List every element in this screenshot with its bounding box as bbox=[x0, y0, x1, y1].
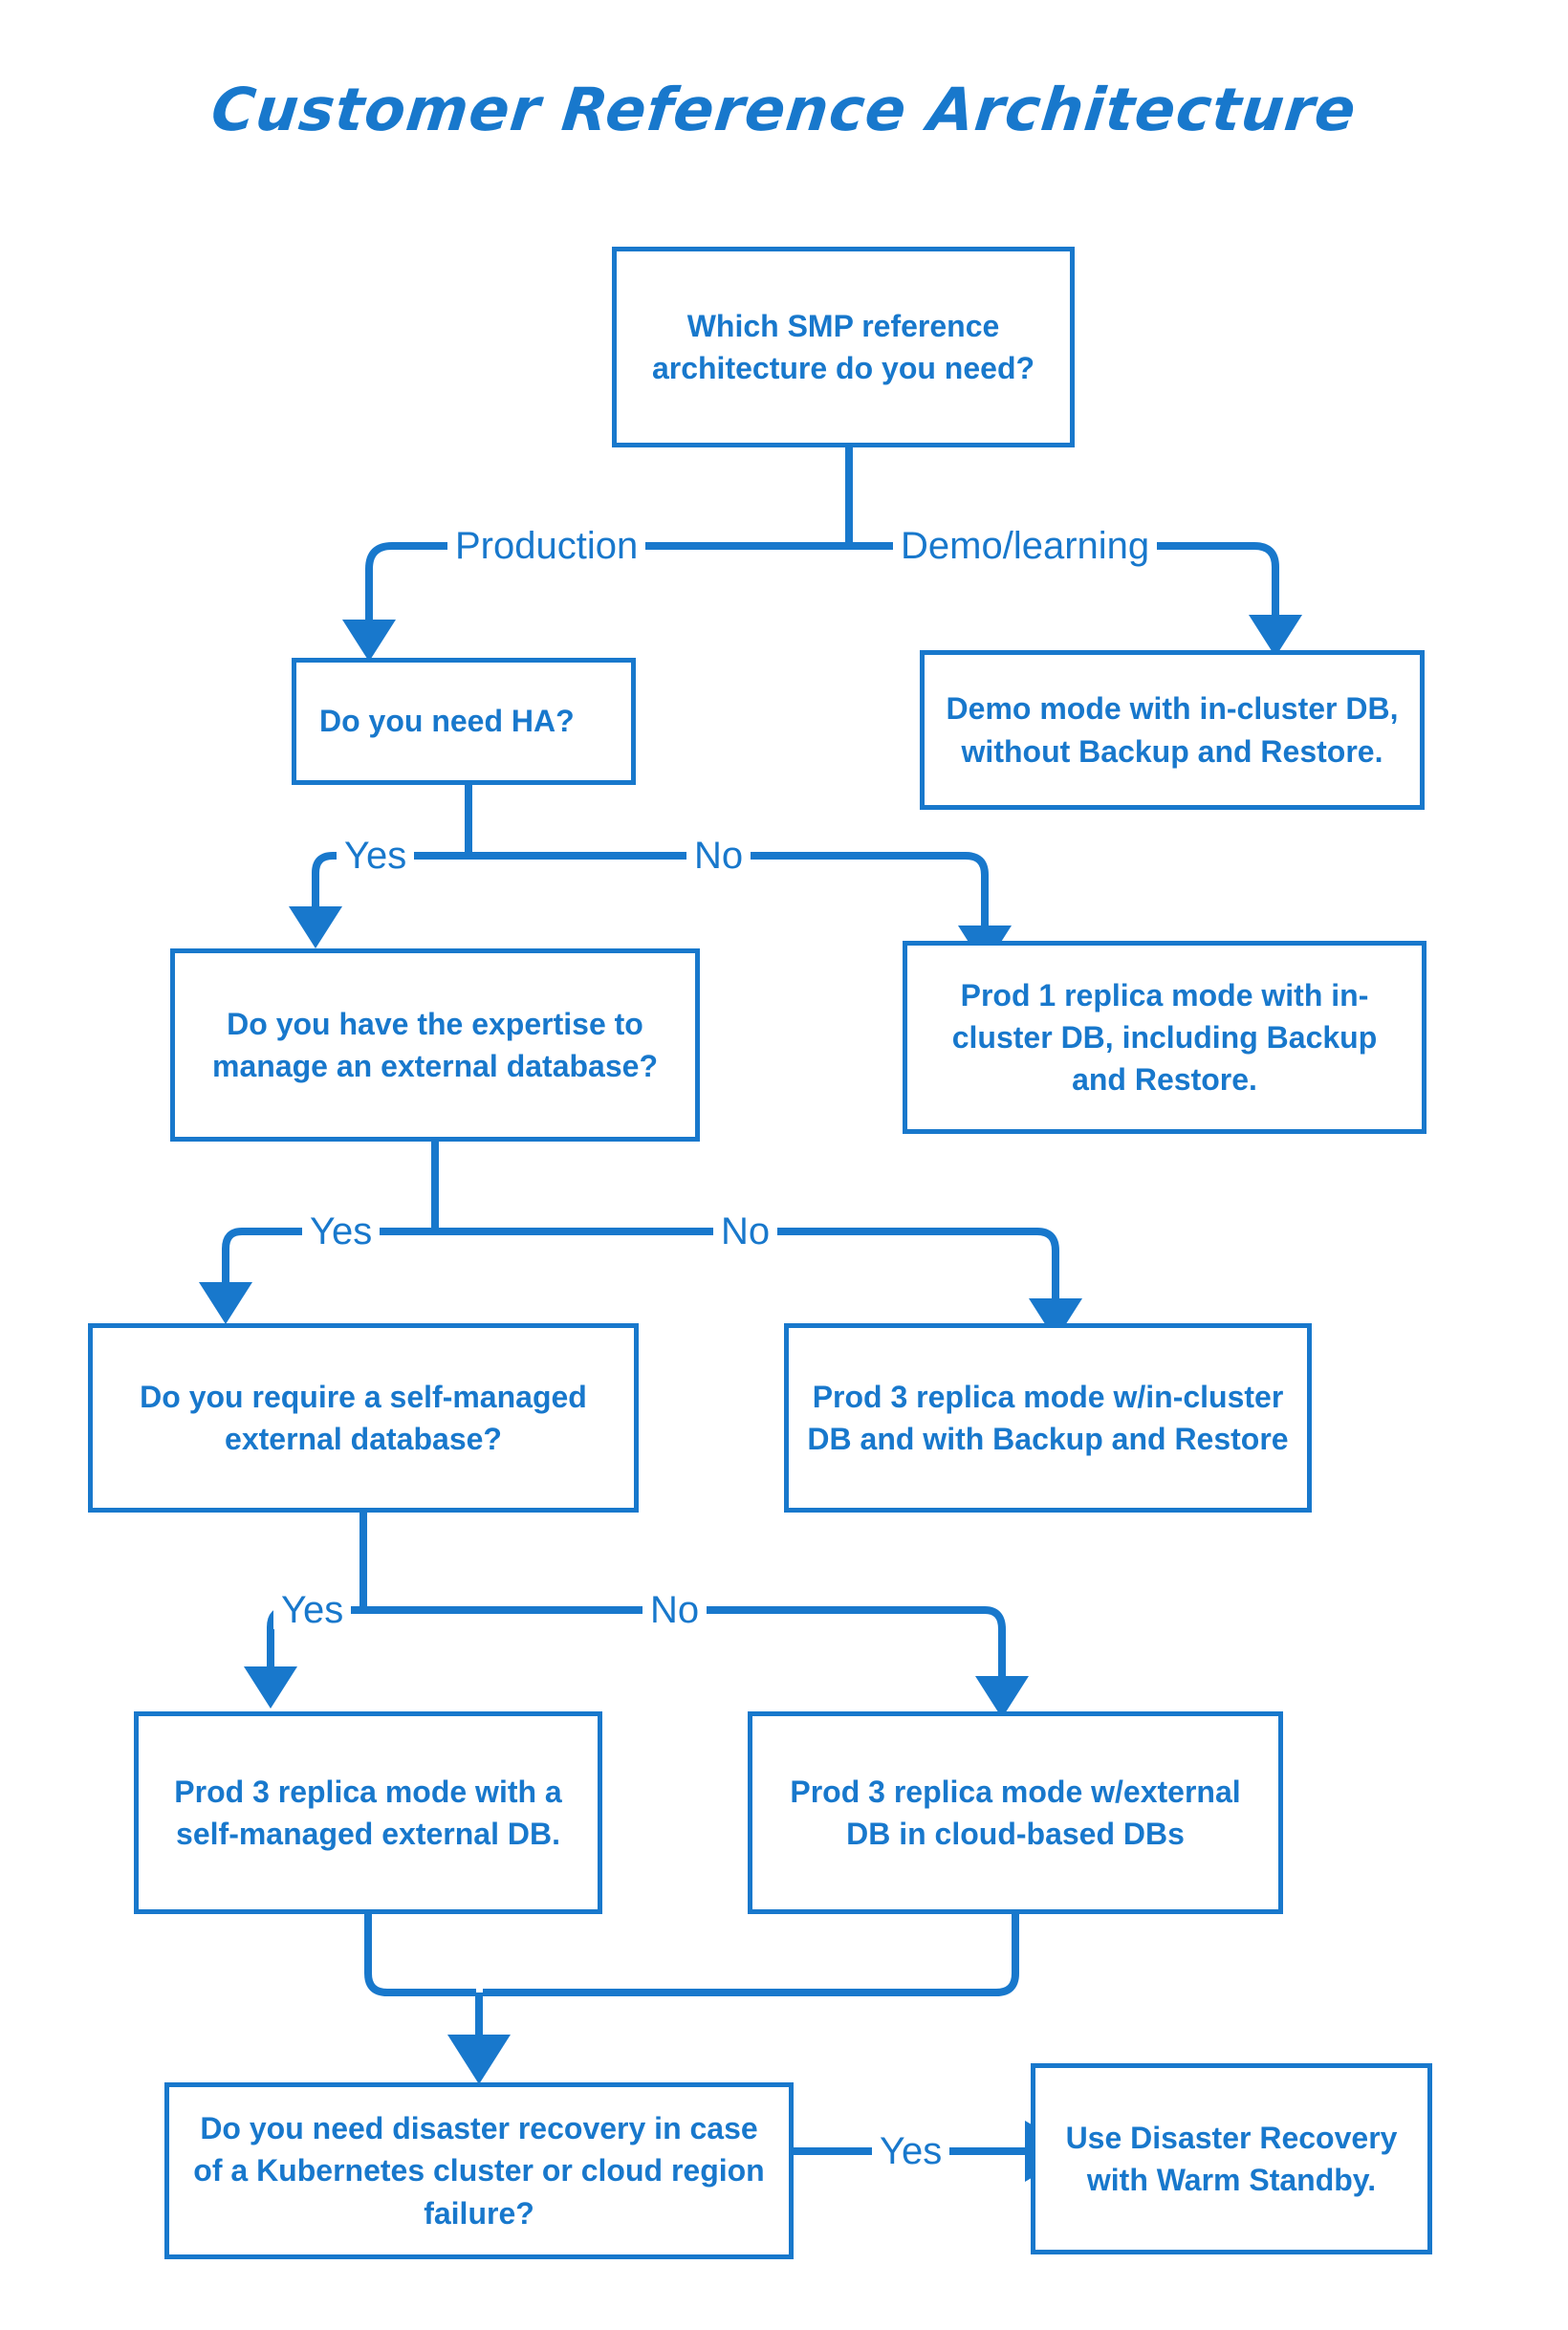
edge-label-expertise-no: No bbox=[713, 1212, 778, 1251]
node-prod3-incluster-outcome[interactable]: Prod 3 replica mode w/in-cluster DB and … bbox=[784, 1323, 1312, 1513]
arrowhead-production bbox=[342, 620, 396, 662]
node-selfmanaged-question[interactable]: Do you require a self-managed external d… bbox=[88, 1323, 639, 1513]
node-ha-text: Do you need HA? bbox=[319, 704, 575, 739]
edge-label-ha-no: No bbox=[686, 837, 751, 875]
wire-prod3self-down bbox=[364, 1914, 476, 1996]
edge-label-expertise-yes: Yes bbox=[302, 1212, 381, 1251]
arrowhead-ha-yes bbox=[289, 906, 342, 948]
node-demo-text: Demo mode with in-cluster DB, without Ba… bbox=[946, 691, 1399, 769]
edge-label-dr-yes: Yes bbox=[872, 2132, 950, 2170]
page-title: Customer Reference Architecture bbox=[207, 75, 1361, 144]
node-prod1-outcome[interactable]: Prod 1 replica mode with in-cluster DB, … bbox=[903, 941, 1426, 1134]
edge-label-selfmanaged-yes: Yes bbox=[273, 1591, 352, 1629]
node-dr-text: Do you need disaster recovery in case of… bbox=[193, 2111, 765, 2231]
node-warm-standby-outcome[interactable]: Use Disaster Recovery with Warm Standby. bbox=[1031, 2063, 1432, 2254]
arrowhead-selfmanaged-yes bbox=[244, 1666, 297, 1709]
node-demo-outcome[interactable]: Demo mode with in-cluster DB, without Ba… bbox=[920, 650, 1425, 810]
edge-label-production: Production bbox=[447, 527, 646, 565]
node-warm-standby-text: Use Disaster Recovery with Warm Standby. bbox=[1065, 2120, 1398, 2197]
node-prod3-selfmanaged-text: Prod 3 replica mode with a self-managed … bbox=[174, 1774, 562, 1851]
node-prod1-text: Prod 1 replica mode with in-cluster DB, … bbox=[951, 977, 1378, 1098]
node-dr-question[interactable]: Do you need disaster recovery in case of… bbox=[164, 2082, 794, 2259]
arrowhead-merge-to-dr bbox=[447, 2035, 511, 2084]
arrowhead-expertise-yes bbox=[199, 1282, 252, 1324]
node-prod3-selfmanaged-outcome[interactable]: Prod 3 replica mode with a self-managed … bbox=[134, 1711, 602, 1914]
node-ha-question[interactable]: Do you need HA? bbox=[292, 658, 636, 785]
node-prod3-cloud-text: Prod 3 replica mode w/external DB in clo… bbox=[790, 1774, 1241, 1851]
node-root-question[interactable]: Which SMP reference architecture do you … bbox=[612, 247, 1075, 447]
node-root-text: Which SMP reference architecture do you … bbox=[651, 308, 1035, 385]
node-expertise-question[interactable]: Do you have the expertise to manage an e… bbox=[170, 948, 700, 1142]
edge-label-demo-learning: Demo/learning bbox=[893, 527, 1158, 565]
node-prod3-cloud-outcome[interactable]: Prod 3 replica mode w/external DB in clo… bbox=[748, 1711, 1283, 1914]
node-selfmanaged-text: Do you require a self-managed external d… bbox=[140, 1379, 587, 1456]
edge-label-ha-yes: Yes bbox=[337, 837, 415, 875]
node-expertise-text: Do you have the expertise to manage an e… bbox=[212, 1006, 658, 1083]
edge-label-selfmanaged-no: No bbox=[642, 1591, 708, 1629]
wire-prod3cloud-down bbox=[483, 1914, 1019, 1996]
node-prod3-incluster-text: Prod 3 replica mode w/in-cluster DB and … bbox=[807, 1379, 1289, 1456]
